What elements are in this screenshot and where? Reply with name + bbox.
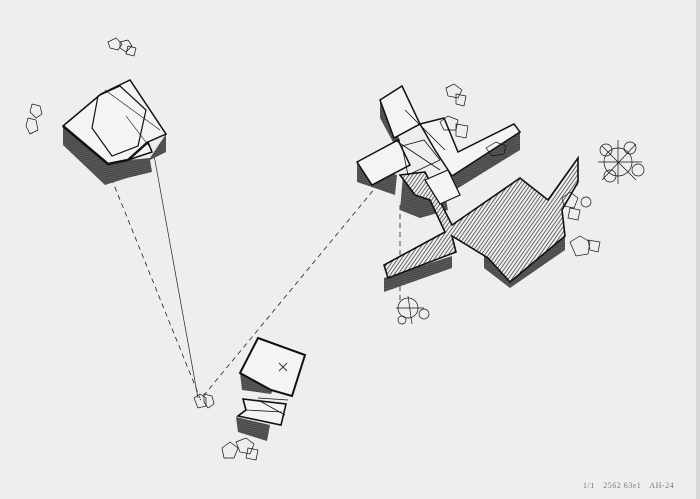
- tree-cluster-observer: [193, 393, 215, 409]
- tree-cluster-south-east: [396, 295, 430, 325]
- tree-cluster-east-4: [569, 235, 601, 257]
- tree-cluster-far-left: [25, 103, 43, 135]
- tree-cluster-large: [598, 140, 645, 184]
- tree-cluster-east-1: [445, 83, 467, 107]
- tree-cluster-top-left: [107, 37, 137, 57]
- building-north-west: [61, 79, 168, 185]
- edition-inscription: 1/1 2562 63e1 AH-24: [583, 481, 680, 490]
- tree-clusters: [25, 37, 645, 461]
- paper-edge: [696, 0, 700, 499]
- catalog-number: 2562 63e1: [603, 481, 642, 490]
- building-south: [236, 336, 307, 441]
- tree-cluster-bottom: [221, 437, 259, 461]
- tree-cluster-east-2: [439, 115, 469, 139]
- artist-initials: AH-24: [649, 481, 675, 490]
- building-east-complex: [355, 84, 579, 292]
- tree-cluster-east-3: [561, 191, 592, 221]
- sight-lines: [107, 154, 401, 401]
- tree-cluster-on-arm: [485, 141, 507, 157]
- edition-number: 1/1: [583, 481, 595, 490]
